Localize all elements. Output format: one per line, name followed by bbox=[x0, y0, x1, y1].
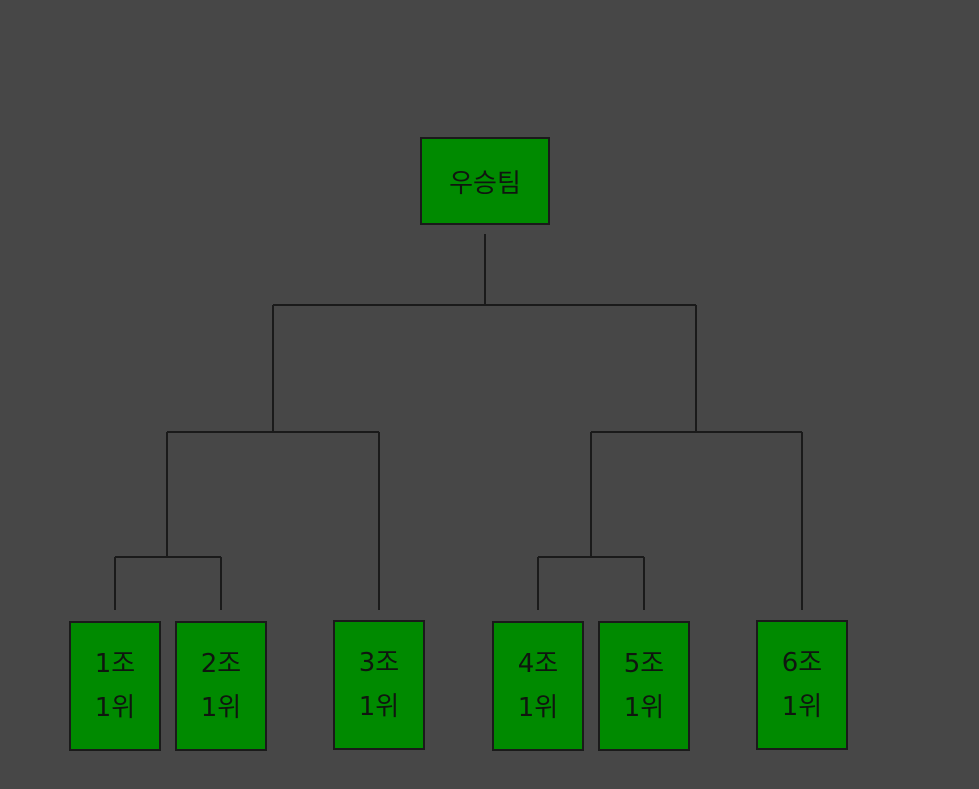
team-group: 4조 bbox=[517, 649, 559, 679]
team-rank: 1위 bbox=[517, 693, 559, 723]
team-group: 5조 bbox=[623, 649, 665, 679]
team-rank: 1위 bbox=[623, 693, 665, 723]
team-group: 3조 bbox=[358, 648, 400, 678]
winner-label: 우승팀 bbox=[449, 168, 521, 199]
team-rank: 1위 bbox=[200, 693, 242, 723]
team-node-5: 5조 1위 bbox=[598, 621, 690, 751]
team-node-3: 3조 1위 bbox=[333, 620, 425, 750]
team-group: 2조 bbox=[200, 649, 242, 679]
winner-node: 우승팀 bbox=[420, 137, 550, 225]
team-group: 6조 bbox=[781, 648, 823, 678]
team-rank: 1위 bbox=[781, 692, 823, 722]
team-rank: 1위 bbox=[358, 692, 400, 722]
team-node-2: 2조 1위 bbox=[175, 621, 267, 751]
team-group: 1조 bbox=[94, 649, 136, 679]
team-node-1: 1조 1위 bbox=[69, 621, 161, 751]
team-node-6: 6조 1위 bbox=[756, 620, 848, 750]
team-node-4: 4조 1위 bbox=[492, 621, 584, 751]
team-rank: 1위 bbox=[94, 693, 136, 723]
